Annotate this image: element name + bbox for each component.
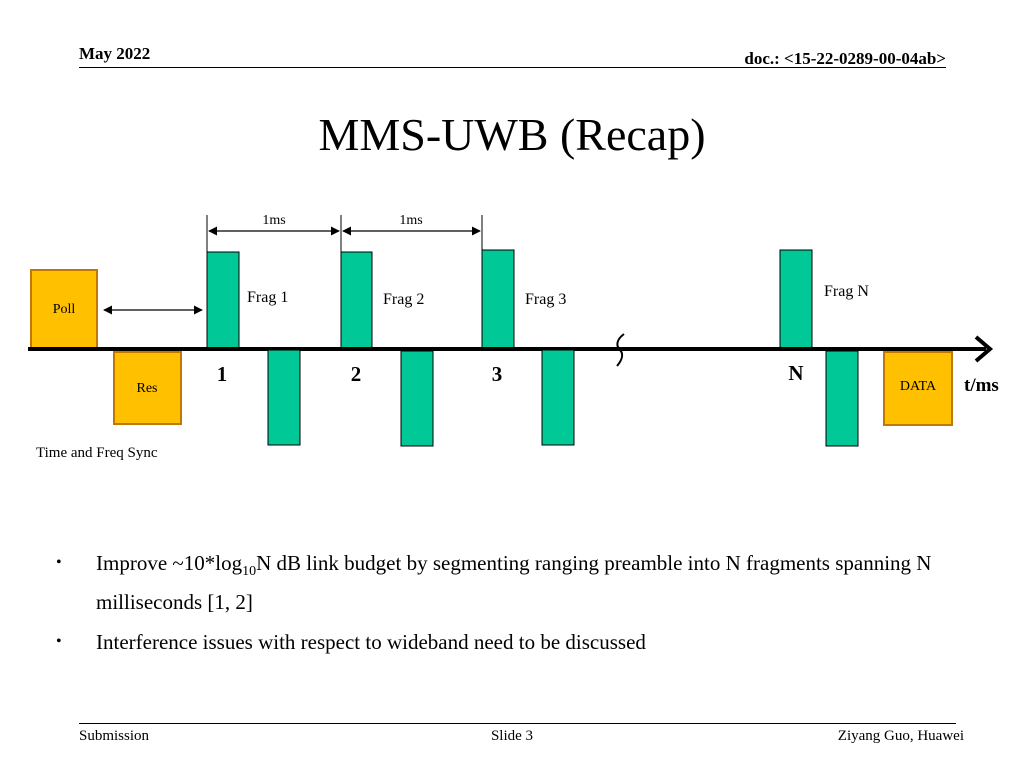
fragment-down-2 (400, 350, 434, 447)
poll-label: Poll (53, 302, 76, 317)
axis-break-mark (616, 333, 625, 367)
index-label-1: 1 (217, 362, 228, 386)
index-label-3: 3 (492, 362, 503, 386)
data-label: DATA (900, 379, 937, 394)
data-box (883, 351, 953, 426)
bullet-item-1: • Improve ~10*log10N dB link budget by s… (56, 548, 1006, 617)
frag-label-1: Frag 1 (247, 289, 288, 306)
fragment-down-n (825, 350, 859, 447)
index-label-2: 2 (351, 362, 362, 386)
fragment-up-n (779, 249, 813, 349)
interval-label-1: 1ms (262, 213, 285, 228)
bullet-dot: • (56, 633, 62, 651)
header-divider (79, 67, 946, 68)
bullet-1-subscript: 10 (242, 564, 257, 580)
index-label-n: N (788, 361, 803, 385)
timing-diagram: 1ms 1ms Poll Frag 1 Frag 2 Frag 3 Frag N… (28, 213, 999, 461)
frag-label-3: Frag 3 (525, 291, 566, 308)
bullet-list: • Improve ~10*log10N dB link budget by s… (56, 548, 1006, 667)
poll-box (30, 269, 98, 349)
footer-author: Ziyang Guo, Huawei (837, 728, 964, 744)
bullet-1-text-post: N dB link budget by segmenting ranging p… (96, 551, 932, 615)
bullet-dot: • (56, 554, 62, 571)
axis-label: t/ms (964, 375, 999, 396)
fragment-down-1 (267, 349, 301, 446)
res-label: Res (137, 381, 158, 396)
header-doc-id: doc.: <15-22-0289-00-04ab> (744, 49, 946, 68)
frag-label-2: Frag 2 (383, 291, 424, 308)
footer-slide-number: Slide 3 (490, 728, 534, 744)
frag-label-n: Frag N (824, 283, 869, 300)
fragment-down-3 (541, 349, 575, 446)
footer-submission: Submission (79, 728, 150, 744)
fragment-up-3 (481, 249, 515, 349)
bullet-item-2: • Interference issues with respect to wi… (56, 627, 1006, 657)
fragment-up-2 (340, 251, 373, 349)
bullet-2-text: Interference issues with respect to wide… (96, 630, 646, 655)
header-date: May 2022 (79, 44, 151, 63)
sync-label: Time and Freq Sync (36, 445, 158, 461)
time-axis-arrowhead (974, 335, 994, 363)
interval-label-2: 1ms (399, 213, 422, 228)
fragment-up-1 (206, 251, 240, 349)
res-box (113, 351, 182, 425)
footer-divider (79, 723, 956, 724)
bullet-1-text-pre: Improve ~10*log (96, 551, 243, 575)
slide-title: MMS-UWB (Recap) (318, 109, 706, 160)
